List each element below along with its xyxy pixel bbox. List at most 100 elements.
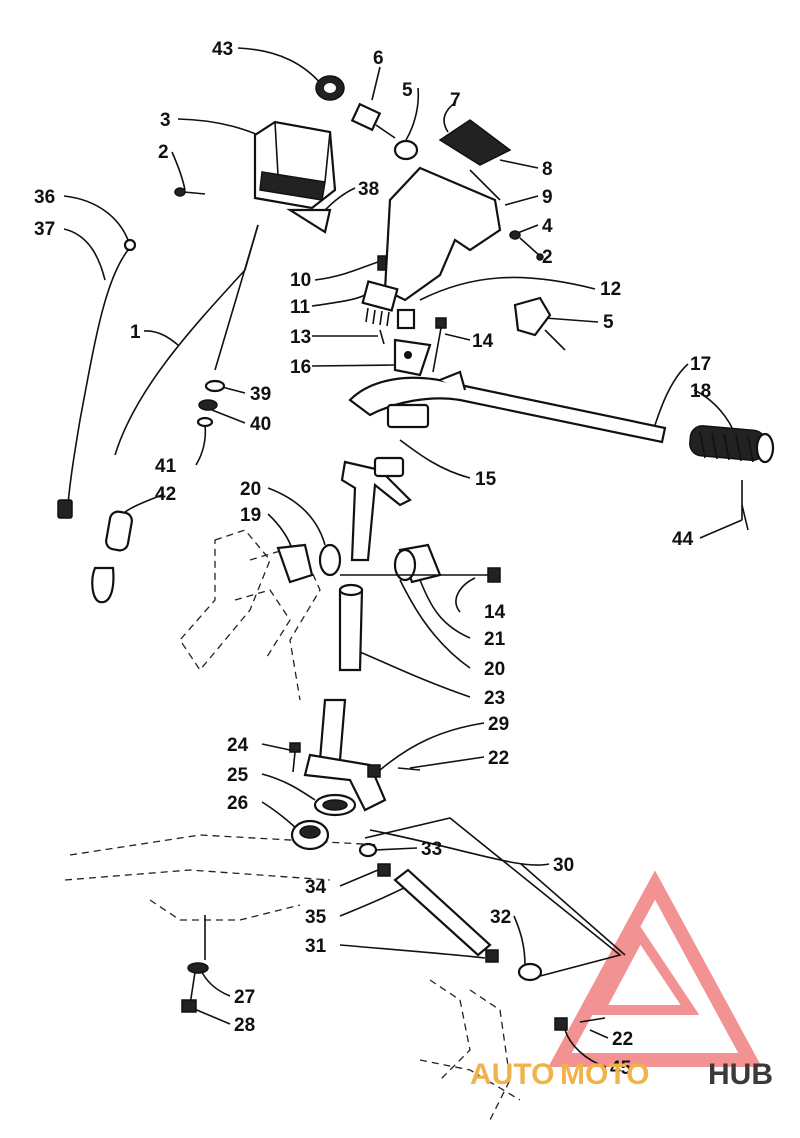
- part-2-screw-right: [519, 237, 544, 261]
- callout-9: 9: [542, 187, 553, 208]
- callout-16: 16: [290, 357, 311, 378]
- callout-44: 44: [672, 529, 694, 550]
- callout-5: 5: [402, 80, 413, 101]
- part-28-bolt: [181, 971, 197, 1013]
- callout-33: 33: [421, 839, 442, 860]
- part-steering-riser: [340, 456, 412, 562]
- part-34-nut: [377, 863, 391, 877]
- part-18-grip: [689, 425, 775, 464]
- part-37-wire-harness: [57, 238, 137, 519]
- part-27-washer: [187, 962, 209, 974]
- part-20-bushing-left: [318, 543, 342, 577]
- part-12-switch: [396, 308, 416, 330]
- part-11-connector: [361, 280, 399, 327]
- callout-27: 27: [234, 987, 255, 1008]
- watermark-text: AUTO MOTO HUB: [470, 1058, 773, 1091]
- part-6-key: [350, 102, 396, 139]
- callout-12: 12: [600, 279, 621, 300]
- callout-4: 4: [542, 216, 553, 237]
- watermark-triangle-outer: [548, 870, 762, 1067]
- part-29-nut: [367, 764, 381, 778]
- callout-31: 31: [305, 936, 327, 957]
- callout-32: 32: [490, 907, 511, 928]
- callout-36: 36: [34, 187, 55, 208]
- part-45-nut: [554, 1017, 568, 1031]
- callout-8: 8: [542, 159, 553, 180]
- part-26-bushing: [290, 819, 330, 851]
- part-lower-post-arm: [303, 698, 387, 812]
- part-31-nut: [485, 949, 499, 963]
- callout-43: 43: [212, 39, 233, 60]
- part-40-washer: [198, 399, 218, 411]
- callout-40: 40: [250, 414, 271, 435]
- part-35-tie-rod: [393, 868, 492, 957]
- part-39-washer: [204, 379, 226, 393]
- callout-42: 42: [155, 484, 176, 505]
- callout-45: 45: [610, 1058, 632, 1079]
- part-23-steering-post: [338, 583, 364, 672]
- part-15-clamp: [386, 403, 430, 429]
- watermark-logo: [548, 870, 762, 1067]
- callout-41: 41: [155, 456, 177, 477]
- part-5-nut: [393, 139, 419, 161]
- part-22-pin-lower: [579, 1017, 606, 1023]
- callout-14: 14: [484, 602, 506, 623]
- callout-15: 15: [475, 469, 497, 490]
- part-22-pin-upper: [397, 767, 421, 771]
- part-1-cable: [114, 224, 259, 456]
- callout-37: 37: [34, 219, 55, 240]
- callout-29: 29: [488, 714, 509, 735]
- callout-22: 22: [612, 1029, 633, 1050]
- callout-26: 26: [227, 793, 248, 814]
- part-43-knob: [315, 75, 345, 101]
- callout-3: 3: [160, 110, 171, 131]
- frame-outline-lower: [64, 834, 521, 1121]
- part-25-bearing: [313, 793, 357, 817]
- part-3-gauge: [253, 120, 337, 210]
- part-4-washer: [509, 230, 521, 240]
- callout-1: 1: [130, 322, 141, 343]
- callout-labels: 43 6 5 7 3 2 8 9 36 37 38 4 2 10 12 11 5…: [34, 39, 711, 1079]
- callout-35: 35: [305, 907, 327, 928]
- callout-11: 11: [290, 297, 311, 318]
- part-20-bushing-right: [393, 548, 417, 582]
- callout-28: 28: [234, 1015, 255, 1036]
- callout-7: 7: [450, 90, 461, 111]
- watermark-word-moto: MOTO: [560, 1058, 649, 1091]
- part-24-screw: [289, 742, 301, 773]
- part-9-console: [383, 119, 512, 302]
- callout-2: 2: [158, 142, 169, 163]
- part-44-pin: [741, 504, 749, 531]
- part-33-rod-end: [358, 842, 378, 858]
- part-2-screw-left: [174, 187, 206, 197]
- watermark-word-auto: AUTO: [470, 1058, 554, 1091]
- callout-24: 24: [227, 735, 249, 756]
- callout-18: 18: [690, 381, 711, 402]
- callout-25: 25: [227, 765, 249, 786]
- part-32-rod-end: [517, 962, 543, 982]
- callout-23: 23: [484, 688, 505, 709]
- watermark-word-hub: HUB: [708, 1058, 773, 1091]
- part-5-switch-right: [513, 296, 566, 351]
- part-42-grips: [91, 510, 133, 604]
- callout-2: 2: [542, 247, 553, 268]
- callout-39: 39: [250, 384, 271, 405]
- callout-19: 19: [240, 505, 261, 526]
- part-19-block: [276, 543, 314, 584]
- part-41-clip: [196, 416, 214, 428]
- callout-10: 10: [290, 270, 311, 291]
- part-10-pin: [377, 255, 387, 271]
- callout-20: 20: [484, 659, 505, 680]
- callout-14: 14: [472, 331, 494, 352]
- callout-30: 30: [553, 855, 574, 876]
- callout-34: 34: [305, 877, 327, 898]
- part-13-small-pin: [379, 329, 385, 345]
- callout-21: 21: [484, 629, 506, 650]
- callout-13: 13: [290, 327, 311, 348]
- callout-5: 5: [603, 312, 614, 333]
- part-14-bolt-lower: [340, 567, 501, 583]
- part-16-bracket: [393, 338, 432, 377]
- part-14-bolt-upper: [432, 317, 447, 373]
- callout-6: 6: [373, 48, 384, 69]
